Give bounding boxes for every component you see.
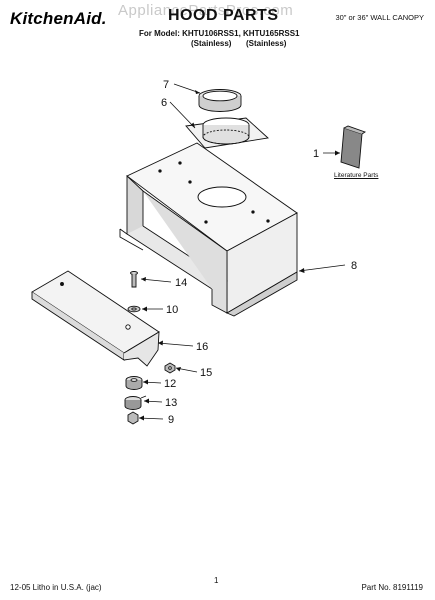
part-12-spacer xyxy=(125,376,143,390)
part-9-cap-nut xyxy=(127,411,139,425)
callout-13: 13 xyxy=(165,397,177,409)
kitchenaid-logo: KitchenAid. xyxy=(10,9,107,28)
callout-6: 6 xyxy=(161,97,167,109)
part-10-washer xyxy=(127,305,141,313)
leader-arrows xyxy=(139,90,340,421)
footer-print-info: 12-05 Litho in U.S.A. (jac) xyxy=(10,583,102,592)
part-8-hood-canopy xyxy=(119,142,298,317)
part-7-damper-ring xyxy=(198,89,242,112)
part-13-socket xyxy=(124,395,147,410)
callout-16: 16 xyxy=(196,341,208,353)
callout-10: 10 xyxy=(166,304,178,316)
page-title: HOOD PARTS xyxy=(168,7,279,24)
model-finish-2: (Stainless) xyxy=(246,39,287,48)
model-finish-1: (Stainless) xyxy=(191,39,232,48)
canopy-type: 30" or 36" WALL CANOPY xyxy=(335,13,424,22)
model-line: For Model: KHTU106RSS1, KHTU165RSS1 xyxy=(139,29,300,38)
page-number: 1 xyxy=(214,576,219,585)
callout-14: 14 xyxy=(175,277,187,289)
part-16-front-trim xyxy=(31,270,160,367)
callout-15: 15 xyxy=(200,367,212,379)
part-15-nut xyxy=(164,362,176,374)
part-14-screw xyxy=(130,271,138,288)
watermark: AppliancePartsPros.com xyxy=(118,2,294,19)
callout-8: 8 xyxy=(351,260,357,272)
callout-9: 9 xyxy=(168,414,174,426)
callout-7: 7 xyxy=(163,79,169,91)
callout-12: 12 xyxy=(164,378,176,390)
literature-parts-label: Literature Parts xyxy=(334,172,379,179)
part-1-literature xyxy=(340,125,366,169)
part-6-collar-plate xyxy=(185,117,269,149)
callout-1: 1 xyxy=(313,148,319,160)
part-number: Part No. 8191119 xyxy=(361,583,423,592)
